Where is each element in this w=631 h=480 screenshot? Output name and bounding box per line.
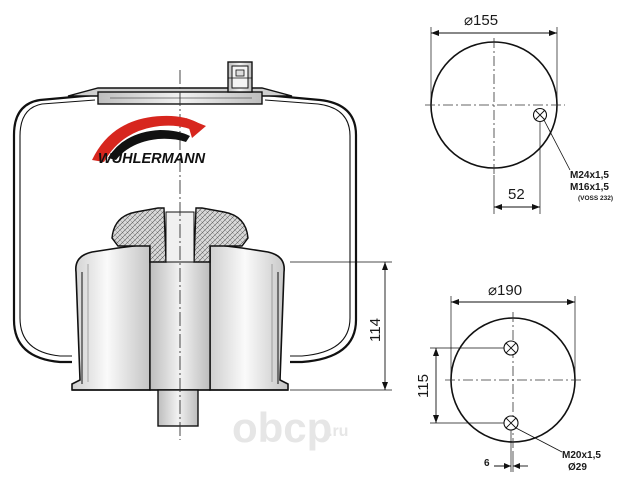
height-dimension: 114 (290, 261, 392, 391)
side-view: 114 (12, 61, 392, 440)
bottom-spacing-label: 115 (415, 374, 432, 398)
bottom-thread-line2: Ø29 (568, 462, 587, 473)
bottom-hole-lower (503, 415, 519, 431)
bottom-stud (157, 389, 199, 427)
watermark: obcp .ru (232, 404, 348, 451)
brand-logo: WUHLERMANN (92, 115, 206, 167)
top-thread-line2: M16x1,5 (570, 182, 609, 193)
top-thread-note: (VOSS 232) (578, 195, 613, 202)
brand-name: WUHLERMANN (98, 151, 206, 167)
bottom-diameter-label: ⌀190 (488, 282, 522, 299)
air-fitting (227, 61, 253, 93)
bellows-outer (12, 93, 96, 364)
bottom-thread-line1: M20x1,5 (562, 450, 601, 461)
top-plate-view: ⌀155 52 M24x1,5 M16x1,5 (VOSS 232) (425, 12, 613, 214)
top-diameter-label: ⌀155 (464, 12, 498, 29)
bottom-offset-label: 6 (484, 458, 490, 469)
top-offset-label: 52 (508, 186, 525, 203)
bottom-plate-view: ⌀190 115 6 M20x1,5 Ø29 (415, 282, 601, 473)
height-label: 114 (367, 318, 384, 342)
top-thread-line1: M24x1,5 (570, 170, 609, 181)
watermark-suffix: .ru (328, 423, 348, 440)
bellows-inner (19, 99, 96, 357)
top-port (532, 107, 548, 123)
watermark-text: obcp (232, 404, 332, 451)
bellows-outer-right (264, 93, 358, 364)
bellows-inner-right (264, 99, 351, 357)
bottom-hole-upper (503, 340, 519, 356)
